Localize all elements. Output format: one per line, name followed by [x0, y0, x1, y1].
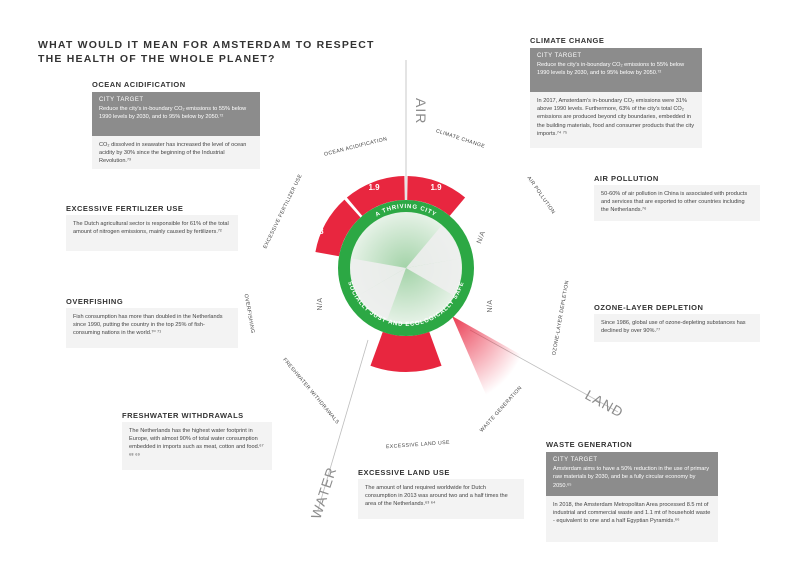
overfishing-text: Fish consumption has more than doubled i…	[66, 308, 238, 348]
inner-wedge-fresh	[358, 268, 406, 320]
overfishing-title: OVERFISHING	[66, 297, 124, 306]
ocean-acidification-target: CITY TARGET Reduce the city's in-boundar…	[92, 92, 260, 136]
overfishing-value: N/A	[317, 298, 324, 311]
waste-overshoot-shade	[452, 316, 530, 404]
climate-change-text: In 2017, Amsterdam's in-boundary CO₂ emi…	[530, 92, 702, 148]
land-use-wedge	[370, 331, 442, 372]
fertilizer-text: The Dutch agricultural sector is respons…	[66, 215, 238, 251]
freshwater-title: FRESHWATER WITHDRAWALS	[122, 411, 244, 420]
climate-change-target-text: Reduce the city's in-boundary CO₂ emissi…	[537, 62, 685, 77]
ocean-acidification-target-text: Reduce the city's in-boundary CO₂ emissi…	[99, 106, 247, 121]
fertilizer-wedge	[315, 199, 361, 257]
land-use-title: EXCESSIVE LAND USE	[358, 468, 450, 477]
water-axis-line	[317, 339, 369, 511]
fertilizer-value: 1.8	[312, 227, 324, 236]
overfishing-label: OVERFISHING	[243, 294, 256, 335]
climate-change-label: CLIMATE CHANGE	[435, 128, 486, 150]
ozone-text: Since 1986, global use of ozone-depletin…	[594, 314, 760, 342]
ocean-acidification-title: OCEAN ACIDIFICATION	[92, 80, 186, 89]
ocean-acidification-value: 1.9	[368, 183, 380, 192]
air-pollution-value: N/A	[476, 230, 487, 244]
air-pollution-text: 50-60% of air pollution in China is asso…	[594, 185, 760, 221]
climate-change-title: CLIMATE CHANGE	[530, 36, 605, 45]
ozone-value: N/A	[487, 300, 494, 313]
climate-change-value: 1.9	[430, 183, 442, 192]
safe-ring	[338, 200, 474, 336]
fertilizer-label: EXCESSIVE FERTILIZER USE	[262, 173, 303, 250]
target-label: CITY TARGET	[553, 457, 598, 463]
air-label: AIR	[413, 98, 429, 124]
ozone-label: OZONE-LAYER DEPLETION	[551, 280, 570, 356]
waste-target: CITY TARGET Amsterdam aims to have a 50%…	[546, 452, 718, 496]
waste-target-text: Amsterdam aims to have a 50% reduction i…	[553, 466, 710, 489]
ozone-title: OZONE-LAYER DEPLETION	[594, 303, 704, 312]
fertilizer-title: EXCESSIVE FERTILIZER USE	[66, 204, 184, 213]
inner-wedge-air	[406, 225, 461, 268]
waste-title: WASTE GENERATION	[546, 440, 633, 449]
inner-wedges	[351, 225, 461, 320]
air-pollution-title: AIR POLLUTION	[594, 174, 659, 183]
land-use-value: 2.6	[398, 417, 410, 426]
land-label: LAND	[583, 387, 627, 421]
ocean-acidification-label: OCEAN ACIDIFICATION	[324, 136, 388, 158]
waste-text: In 2018, the Amsterdam Metropolitan Area…	[546, 496, 718, 542]
ocean-acidification-wedge	[346, 176, 405, 216]
freshwater-label: FRESHWATER WITHDRAWALS	[281, 357, 340, 426]
climate-change-wedge	[407, 176, 466, 216]
page-title: WHAT WOULD IT MEAN FOR AMSTERDAM TO RESP…	[38, 39, 375, 65]
land-use-label: EXCESSIVE LAND USE	[386, 440, 450, 450]
air-pollution-label: AIR POLLUTION	[526, 175, 557, 215]
overshoot-segments	[315, 176, 466, 372]
inner-wedge-ozone	[406, 258, 461, 296]
freshwater-text: The Netherlands has the highest water fo…	[122, 422, 272, 470]
ocean-acidification-text: CO₂ dissolved in seawater has increased …	[92, 136, 260, 169]
target-label: CITY TARGET	[99, 97, 144, 103]
land-use-text: The amount of land required worldwide fo…	[358, 479, 524, 519]
water-label: WATER	[308, 465, 340, 521]
inner-wedge-fishing	[351, 258, 406, 296]
climate-change-target: CITY TARGET Reduce the city's in-boundar…	[530, 48, 702, 92]
target-label: CITY TARGET	[537, 53, 582, 59]
